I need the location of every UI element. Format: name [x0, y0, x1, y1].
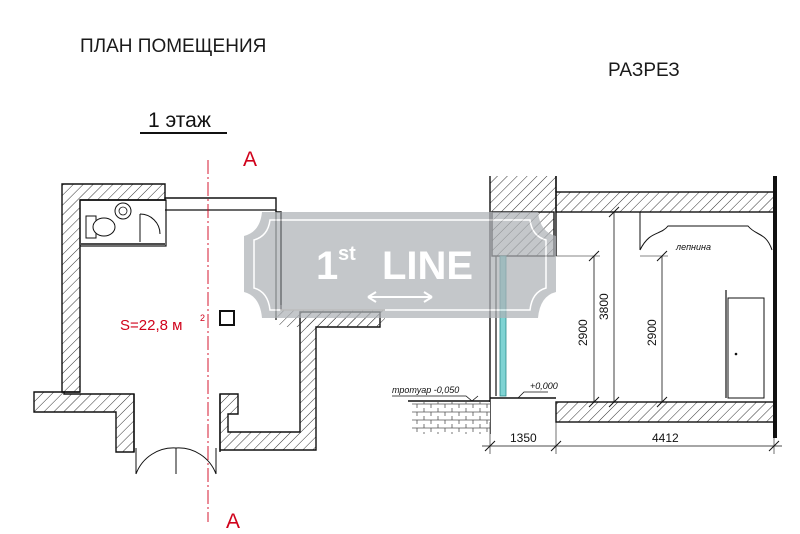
restroom-partition [79, 199, 167, 247]
section-ceiling-slab [555, 191, 775, 213]
section-floor-slab [555, 401, 775, 423]
entrance-door-icon [135, 447, 217, 475]
molding-label: лепнина [675, 242, 711, 252]
room-area-label: S=22,8 м [120, 317, 182, 334]
molding-icon [639, 212, 773, 251]
dimension-horizontal-chain: 1350 4412 [482, 422, 782, 454]
plan-view: S=22,8 м 2 А А [33, 148, 385, 533]
column-icon [219, 310, 235, 326]
watermark-badge [244, 212, 556, 318]
sidewalk-ground [412, 402, 490, 434]
watermark-double-arrow-icon [367, 291, 433, 303]
plan-wall-west [61, 183, 166, 393]
dimension-1350-value: 1350 [510, 431, 537, 445]
floor-label-group: 1 этаж [140, 109, 227, 134]
plan-room-outline [64, 197, 385, 452]
floor-label: 1 этаж [148, 109, 211, 132]
dimension-3800-value: 3800 [597, 293, 611, 320]
section-marker-bottom: А [226, 510, 240, 533]
watermark-badge-inner [253, 219, 547, 311]
plan-wall-south-west [33, 391, 135, 453]
dimension-2900-left-value: 2900 [576, 319, 590, 346]
section-title: РАЗРЕЗ [608, 60, 680, 81]
plan-title: ПЛАН ПОМЕЩЕНИЯ [80, 36, 266, 57]
brand-watermark: 1 st LINE [244, 212, 556, 318]
sink-icon [114, 202, 132, 220]
dimension-2900-left: 2900 [520, 250, 600, 408]
dimension-4412-value: 4412 [652, 431, 679, 445]
watermark-brand-superscript: st [338, 243, 356, 265]
interior-door-icon [727, 297, 765, 399]
sidewalk-level-label: тротуар -0,050 [392, 385, 459, 395]
plan-wall-south-east [219, 311, 381, 451]
watermark-brand-word: LINE [382, 244, 473, 288]
room-area-unit-superscript: 2 [200, 313, 205, 323]
section-marker-top: А [243, 148, 257, 171]
toilet-icon [85, 215, 116, 239]
floor-level-mark: +0,000 [517, 381, 558, 399]
dimension-2900-right-value: 2900 [645, 319, 659, 346]
sidewalk-level-mark: тротуар -0,050 [392, 385, 479, 402]
watermark-brand-number: 1 [316, 244, 338, 288]
dimension-2900-right: 2900 [640, 250, 668, 408]
dimension-3800: 3800 [597, 206, 620, 408]
restroom-door-swing-icon [139, 213, 161, 242]
section-rear-wall [773, 176, 777, 438]
door-handle-icon [734, 352, 738, 356]
floor-level-label: +0,000 [530, 381, 558, 391]
section-front-wall-upper [490, 176, 556, 212]
